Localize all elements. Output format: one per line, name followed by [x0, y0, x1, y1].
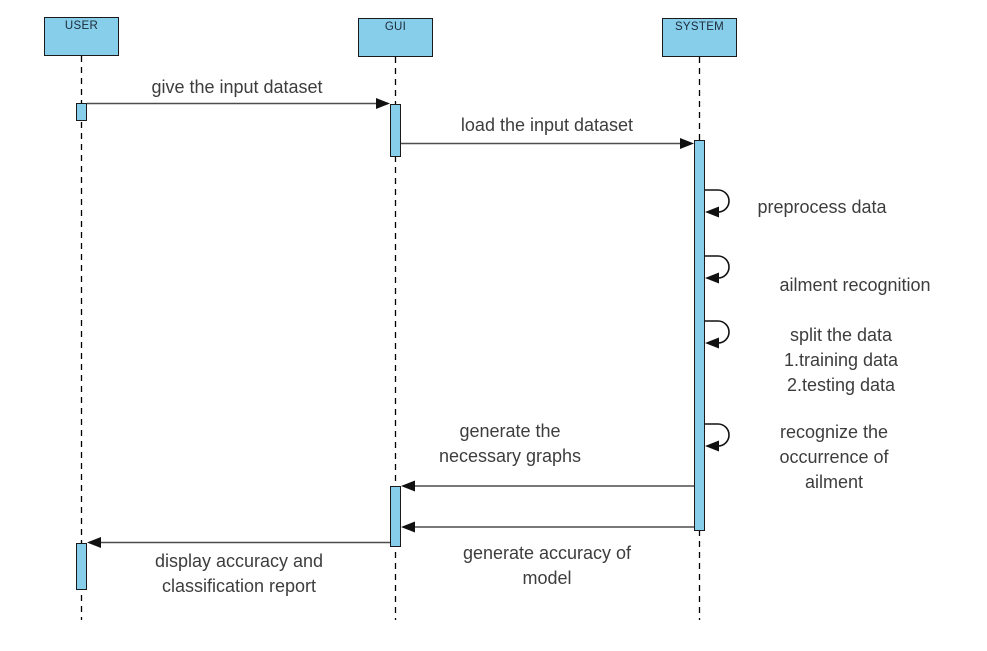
- activation-bar-gui-2: [390, 486, 401, 547]
- arrowhead-generate-graphs: [401, 480, 415, 492]
- actor-box-system: SYSTEM: [662, 18, 737, 57]
- arrowhead-give-input-dataset: [376, 98, 390, 109]
- activation-bar-user-2: [76, 543, 87, 590]
- activation-bar-gui-1: [390, 104, 401, 157]
- arrowhead-recognize-occurrence: [705, 440, 719, 452]
- self-loop-split-data: [705, 320, 730, 344]
- arrowhead-split-data: [705, 337, 719, 349]
- activation-bar-user-1: [76, 103, 87, 121]
- arrowhead-preprocess-data: [705, 206, 719, 218]
- actor-box-user: USER: [44, 17, 119, 56]
- arrowhead-ailment-recognition: [705, 272, 719, 284]
- actor-box-gui: GUI: [358, 18, 433, 57]
- self-loop-ailment-recognition: [705, 255, 730, 279]
- activation-bar-system: [694, 140, 705, 531]
- actor-label-system: SYSTEM: [674, 21, 725, 33]
- arrowhead-generate-accuracy: [401, 521, 415, 533]
- arrowhead-load-input-dataset: [680, 138, 694, 149]
- self-loop-preprocess-data: [705, 189, 730, 213]
- actor-label-user: USER: [64, 20, 99, 32]
- arrowhead-display-accuracy: [87, 537, 101, 548]
- self-loop-recognize-occurrence: [705, 423, 730, 447]
- actor-label-gui: GUI: [384, 21, 407, 33]
